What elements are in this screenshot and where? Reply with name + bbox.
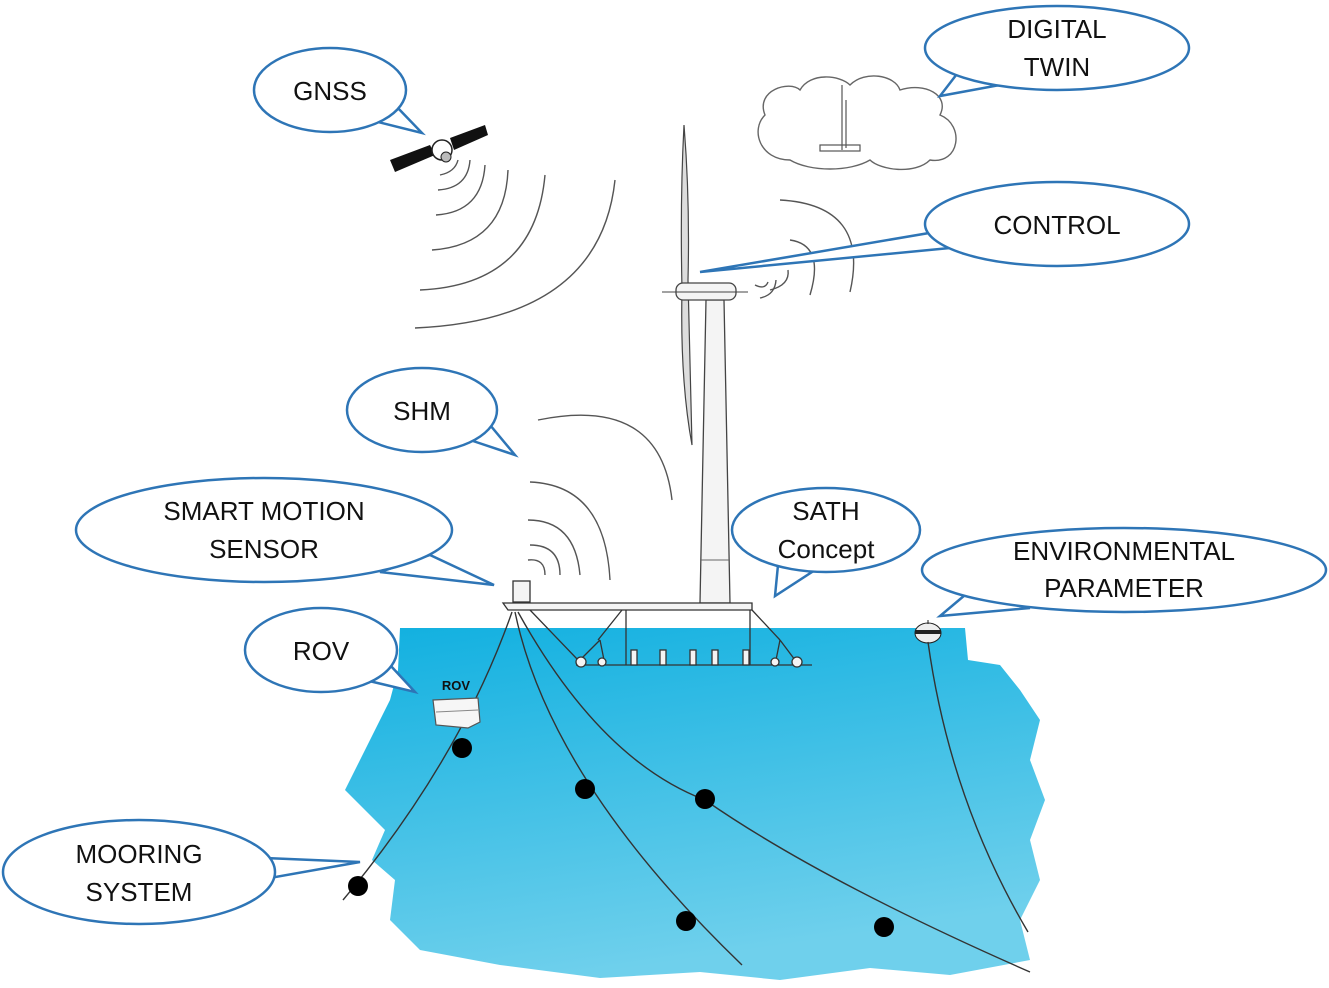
- callout-text: ENVIRONMENTAL: [1013, 536, 1235, 566]
- callout-text: ROV: [293, 636, 350, 666]
- mooring-buoy: [874, 917, 894, 937]
- callout-control: CONTROL: [699, 180, 1191, 274]
- mooring-buoy: [452, 738, 472, 758]
- callout-text: SATH: [792, 496, 859, 526]
- callout-shm: SHM: [345, 366, 519, 458]
- callout-text: CONTROL: [993, 210, 1120, 240]
- callout-environmental-parameter: ENVIRONMENTAL PARAMETER: [920, 526, 1328, 618]
- mooring-buoy: [348, 876, 368, 896]
- callout-text: Concept: [778, 534, 876, 564]
- mooring-buoy: [575, 779, 595, 799]
- rov-label: ROV: [442, 678, 471, 693]
- callout-text: SHM: [393, 396, 451, 426]
- callout-digital-twin: DIGITAL TWIN: [923, 4, 1191, 98]
- callout-text: GNSS: [293, 76, 367, 106]
- mooring-buoy: [676, 911, 696, 931]
- digital-twin-turbine-icon: [819, 85, 861, 152]
- callout-text: PARAMETER: [1044, 573, 1204, 603]
- callout-smart-motion-sensor: SMART MOTION SENSOR: [74, 476, 495, 587]
- callout-text: TWIN: [1024, 52, 1090, 82]
- gnss-signal-waves: [414, 159, 616, 329]
- cloud-icon: [757, 75, 957, 171]
- rov-vehicle: ROV: [432, 678, 481, 729]
- mooring-lines: [342, 611, 1031, 973]
- callout-text: MOORING: [75, 839, 202, 869]
- sea-water: [345, 628, 1045, 980]
- callout-rov: ROV: [243, 606, 419, 695]
- shm-signal-waves: [527, 414, 673, 581]
- wind-turbine: [662, 124, 748, 604]
- satellite-icon: [390, 125, 488, 172]
- callout-text: SENSOR: [209, 534, 319, 564]
- callout-text: DIGITAL: [1007, 14, 1106, 44]
- callout-text: SMART MOTION: [163, 496, 364, 526]
- environmental-buoy: [914, 620, 942, 644]
- mooring-buoy: [695, 789, 715, 809]
- callout-gnss: GNSS: [252, 46, 426, 136]
- callout-text: SYSTEM: [86, 877, 193, 907]
- callout-sath-concept: SATH Concept: [730, 486, 922, 599]
- callout-mooring-system: MOORING SYSTEM: [1, 818, 361, 926]
- floating-platform: [501, 580, 812, 668]
